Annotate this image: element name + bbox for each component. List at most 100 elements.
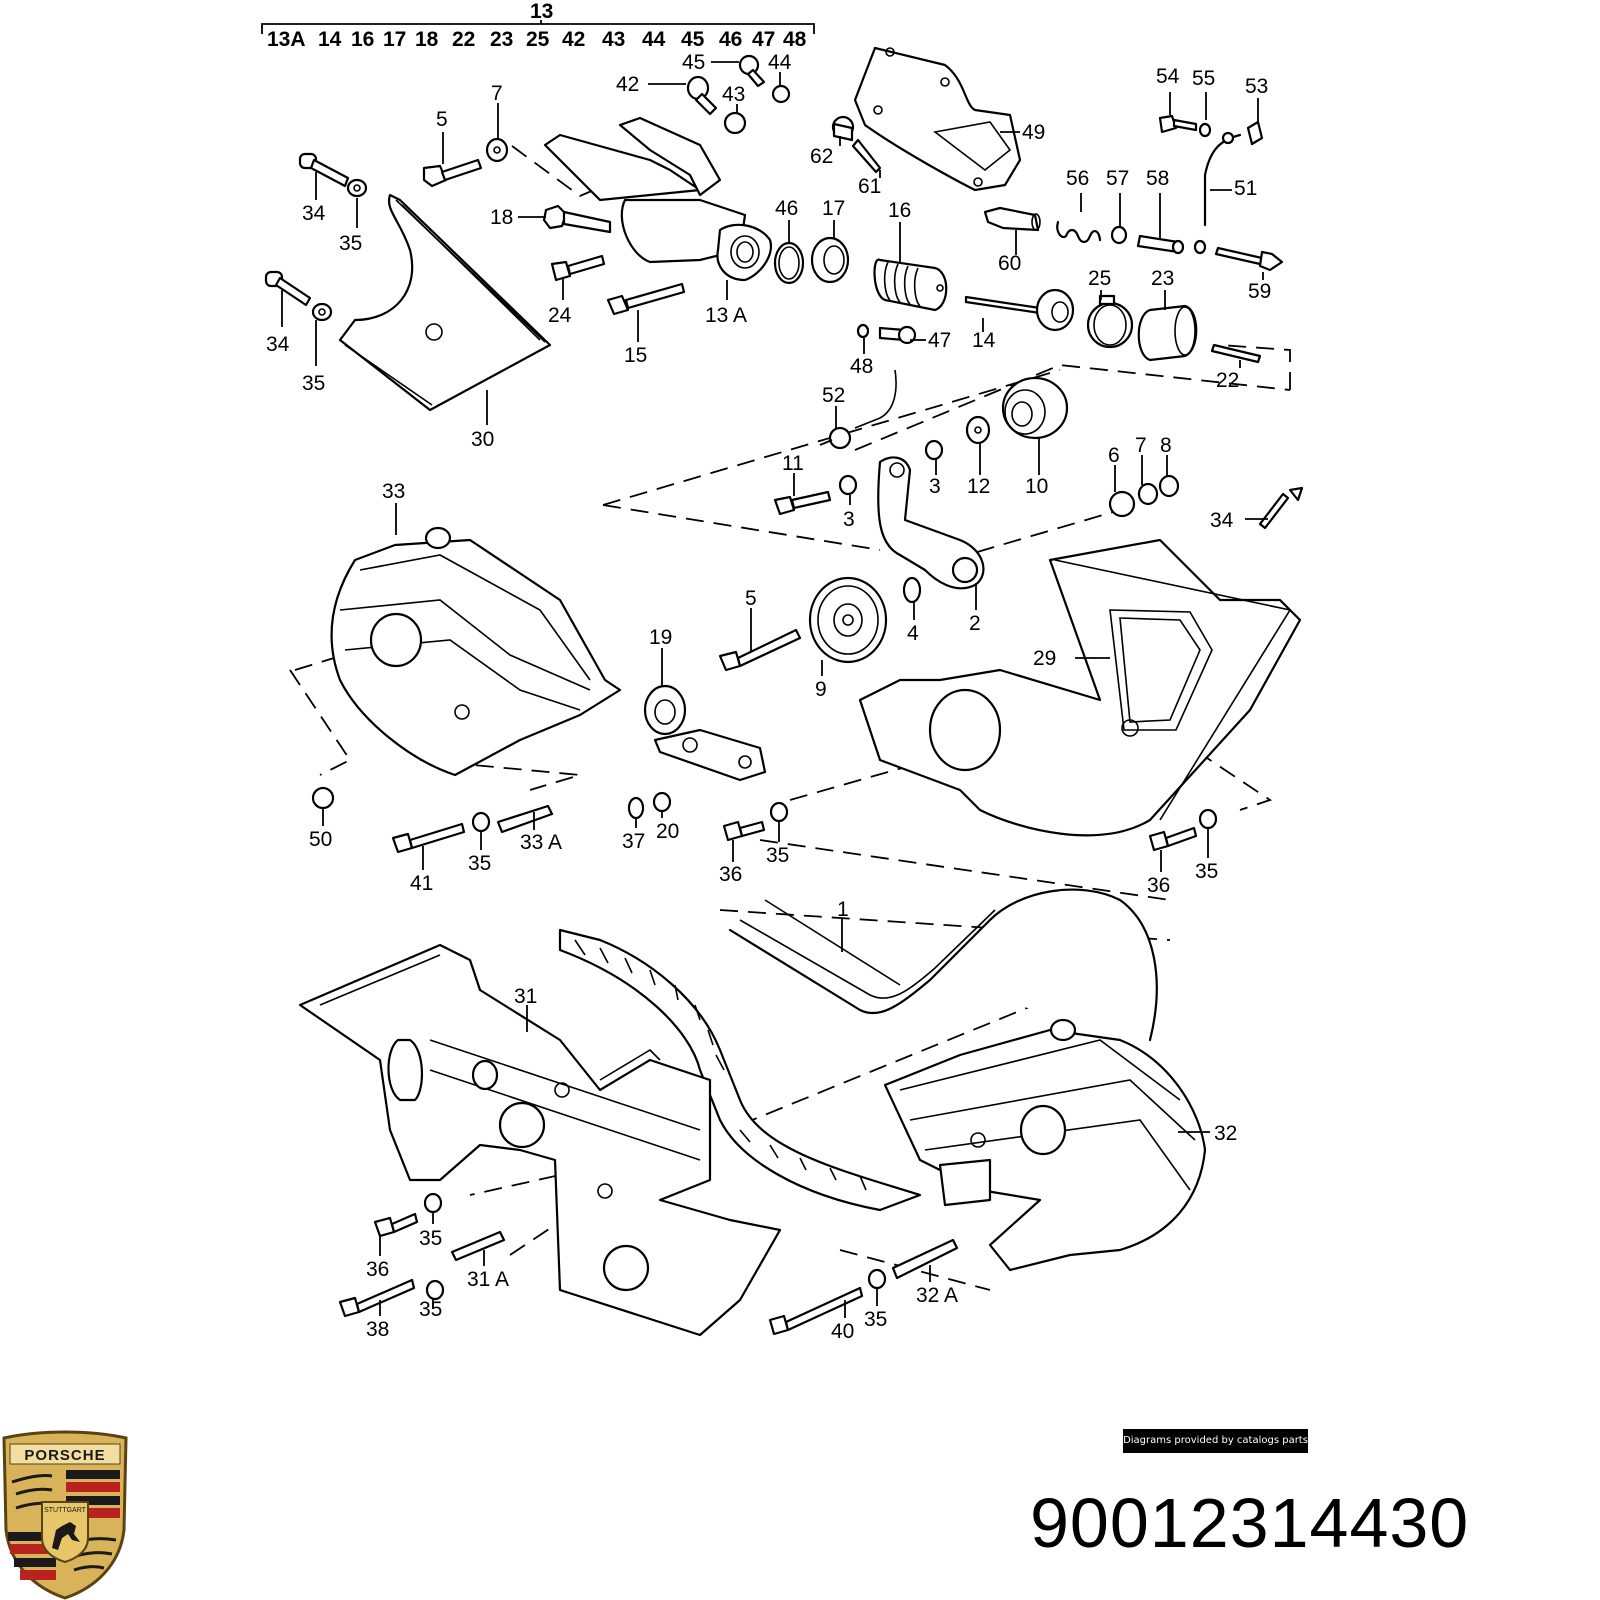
callout-34: 34 (266, 333, 290, 356)
group-member: 18 (415, 28, 439, 51)
washer-35c (471, 811, 491, 833)
callout-23: 23 (1151, 267, 1174, 290)
bolt-34-lower (264, 270, 312, 307)
callout-13A: 13 A (705, 304, 747, 327)
bolt-34-upper (298, 152, 350, 188)
group-label: 13 (530, 0, 553, 23)
group-member: 25 (526, 28, 550, 51)
group-member: 48 (783, 28, 807, 51)
callout-47: 47 (928, 329, 951, 352)
callout-17: 17 (822, 197, 845, 220)
callout-35: 35 (1195, 860, 1218, 883)
washer-43 (723, 111, 747, 135)
callout-35: 35 (419, 1227, 442, 1250)
logo-subtext: STUTTGART (44, 1507, 87, 1514)
part-number: 90012314430 (1030, 1484, 1470, 1562)
washer-35d (769, 801, 789, 823)
washer-20 (652, 791, 672, 813)
bolt-36b (1148, 826, 1198, 852)
group-member: 45 (681, 28, 705, 51)
screw-61 (851, 138, 882, 174)
nut-8 (1158, 474, 1180, 498)
callout-59: 59 (1248, 280, 1271, 303)
callout-19: 19 (649, 626, 672, 649)
washer-6 (1108, 490, 1136, 518)
bolt-40 (768, 1286, 864, 1336)
part-13-bracket (543, 116, 773, 282)
group-member: 46 (719, 28, 742, 51)
callout-6: 6 (1108, 444, 1120, 467)
washer-44 (771, 84, 791, 104)
washer-7b (1137, 482, 1159, 506)
group-member: 14 (318, 28, 342, 51)
cap-62 (831, 115, 855, 142)
bolt-34c (1258, 486, 1304, 530)
part-30-cover-plate (338, 193, 552, 412)
callout-42: 42 (616, 73, 639, 96)
sleeve-32A (891, 1238, 959, 1280)
callout-50: 50 (309, 828, 332, 851)
callout-32: 32 (1214, 1122, 1237, 1145)
bolt-11 (773, 490, 832, 516)
timing-belt-1 (558, 888, 1158, 1212)
washer-35e (1198, 808, 1218, 830)
callout-34: 34 (1210, 509, 1234, 532)
wire-51 (1193, 131, 1242, 255)
roller-10 (1001, 376, 1069, 440)
circlip-48 (856, 323, 870, 339)
bolt-18 (542, 204, 612, 234)
callout-32A: 32 A (916, 1284, 958, 1307)
bolt-36c (373, 1212, 419, 1238)
callout-29: 29 (1033, 647, 1056, 670)
callout-35: 35 (419, 1298, 442, 1321)
bolt-5-upper (422, 158, 483, 188)
callout-1: 1 (837, 898, 849, 921)
bolt-5b (718, 628, 802, 672)
circlip-37 (627, 796, 645, 820)
clamp-25 (1086, 294, 1134, 349)
washer-35-upper (346, 178, 368, 198)
gasket-49 (853, 46, 1022, 192)
callout-55: 55 (1192, 67, 1215, 90)
callout-22: 22 (1216, 369, 1239, 392)
bushing-3a (838, 474, 858, 496)
callout-51: 51 (1234, 177, 1257, 200)
callout-41: 41 (410, 872, 433, 895)
callout-5: 5 (436, 108, 448, 131)
bolt-54 (1158, 114, 1198, 134)
bolt-45 (738, 54, 766, 88)
cover-31 (298, 943, 782, 1337)
cover-29 (858, 538, 1302, 837)
callout-58: 58 (1146, 167, 1169, 190)
logo-wordmark: PORSCHE (24, 1447, 105, 1464)
callout-61: 61 (858, 175, 881, 198)
washer-12 (965, 415, 991, 445)
callout-labels: 34 35 34 35 5 7 30 18 24 15 13 A 42 45 4… (266, 51, 1271, 1343)
group-member: 42 (562, 28, 585, 51)
callout-3: 3 (929, 475, 941, 498)
group-member: 43 (602, 28, 625, 51)
callout-57: 57 (1106, 167, 1129, 190)
callout-35: 35 (864, 1308, 887, 1331)
callout-45: 45 (682, 51, 705, 74)
callout-18: 18 (490, 206, 513, 229)
group-member: 17 (383, 28, 406, 51)
callout-4: 4 (907, 622, 919, 645)
callout-33A: 33 A (520, 831, 562, 854)
washer-57 (1110, 225, 1128, 245)
attribution-banner: Diagrams provided by catalogs parts (1123, 1429, 1308, 1453)
bolt-15 (606, 282, 686, 316)
piston-17 (810, 236, 850, 284)
callout-43: 43 (722, 83, 745, 106)
washer-35-lower (311, 302, 333, 322)
pin-47 (878, 325, 917, 345)
o-ring-46 (773, 241, 805, 285)
horse-icon (52, 1522, 80, 1550)
group-member: 44 (642, 28, 666, 51)
callout-33: 33 (382, 480, 405, 503)
callout-11: 11 (782, 452, 804, 475)
porsche-crest-logo: PORSCHE STUTTGART (2, 1430, 128, 1600)
group-13-header: 13 13A 14 16 17 18 22 23 25 42 43 44 45 … (261, 0, 815, 51)
callout-37: 37 (622, 830, 645, 853)
